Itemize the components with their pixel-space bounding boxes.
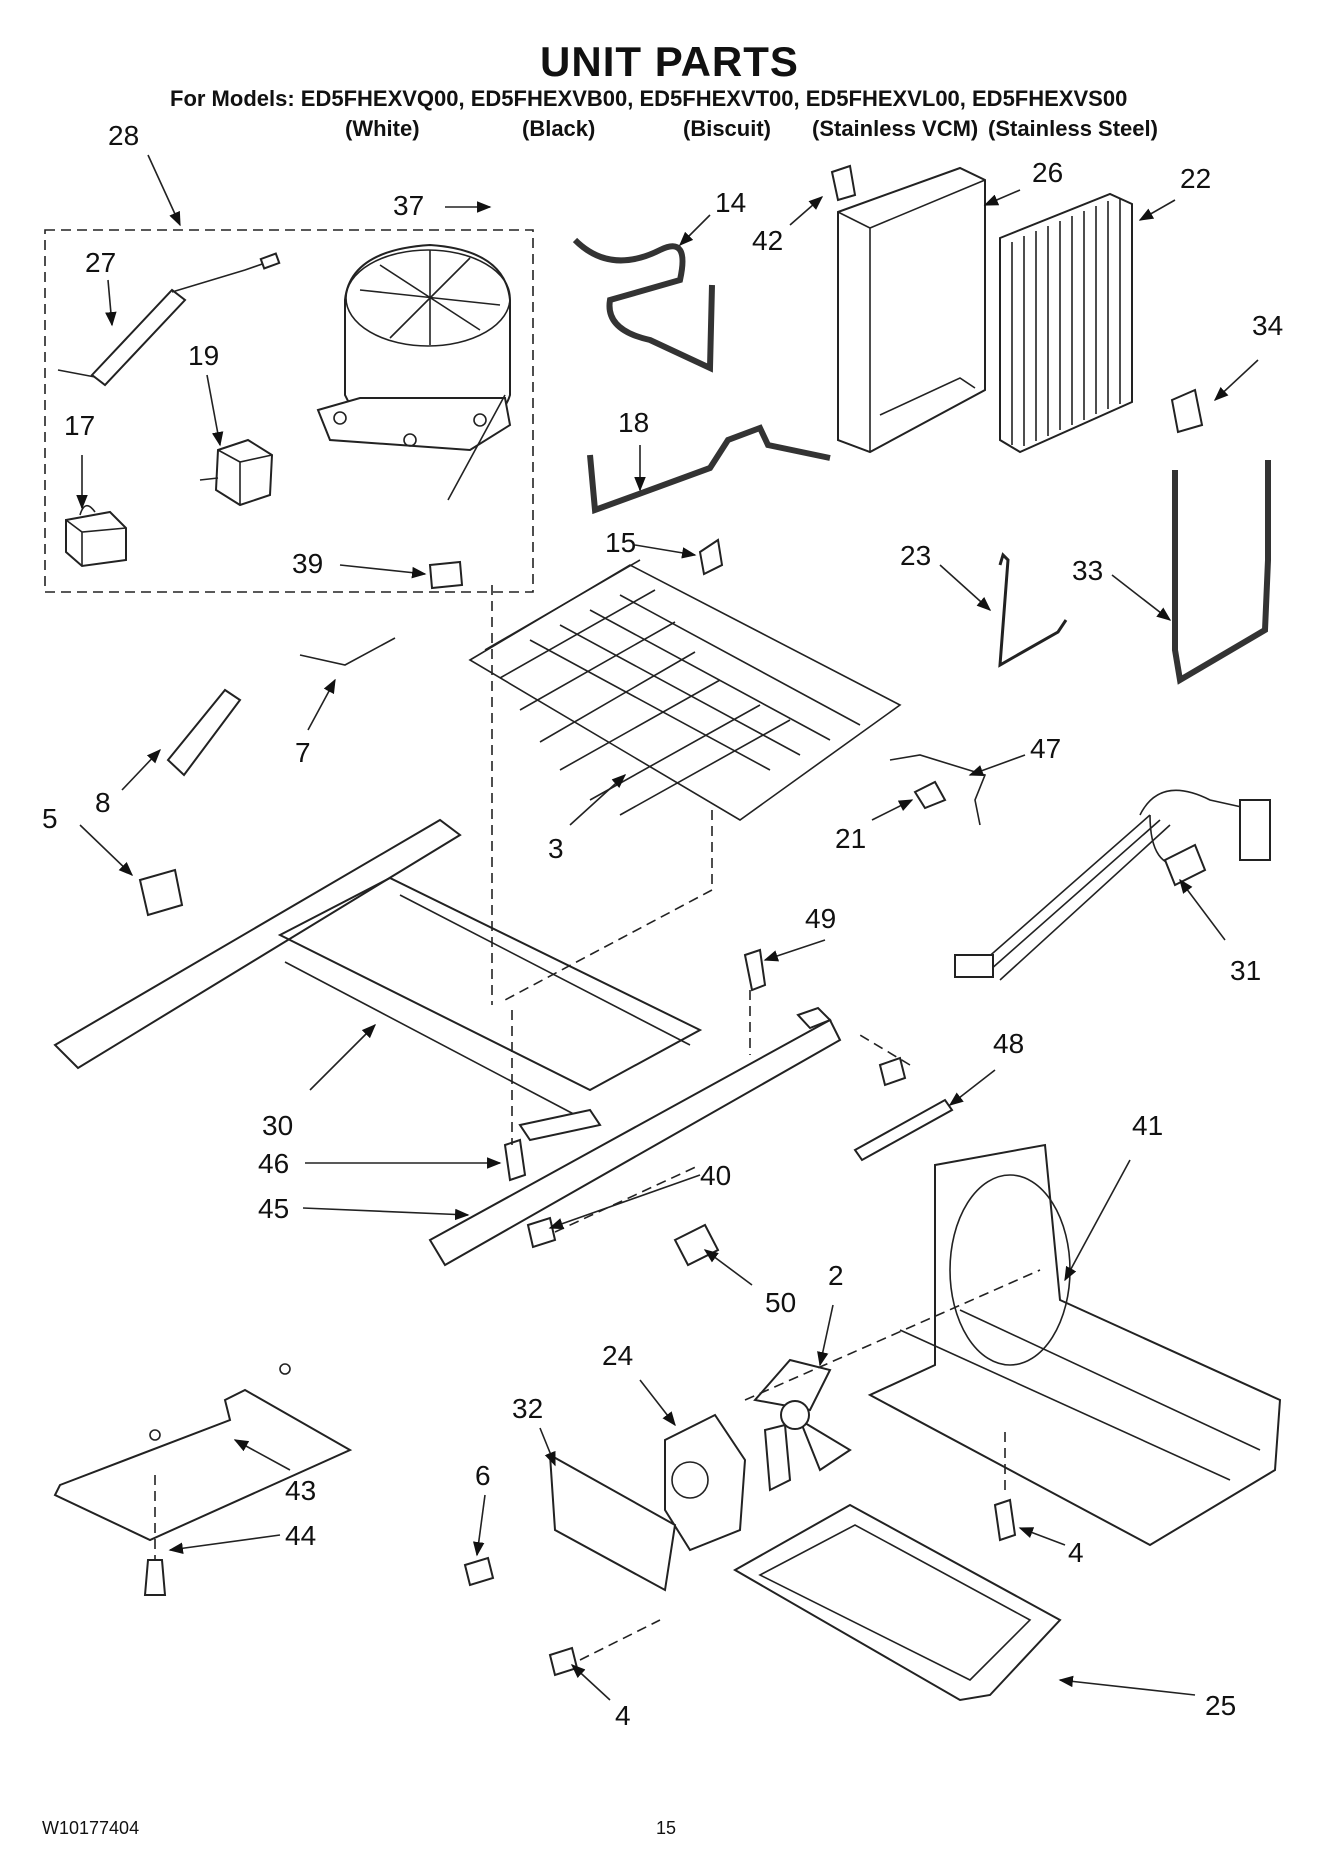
tube-18-part [587,424,831,515]
clip-5-part [138,868,184,917]
filter-drier-part [57,252,281,387]
cover-43-part [53,1388,353,1542]
callout-5: 5 [42,803,58,834]
callout-28: 28 [108,120,139,151]
rail-frame-part [53,818,703,1142]
callout-43: 43 [285,1475,316,1506]
screw-40a-part [878,1056,907,1087]
evap-clip-part [698,538,724,576]
callout-50: 50 [765,1287,796,1318]
plug-8-part [166,688,242,777]
callout-33: 33 [1072,555,1103,586]
push-pin-part [143,1559,167,1596]
shroud-clip-part [830,164,857,202]
motor-bracket-part [548,1453,677,1592]
evaporator-part [468,559,902,821]
tube-14-part [572,237,715,373]
spacer-50-part [673,1223,720,1267]
cable-tie-part [853,1098,954,1162]
callout-27: 27 [85,247,116,278]
condenser-shroud-part [837,166,986,454]
grommet-part [428,560,464,590]
callout-18: 18 [618,407,649,438]
color-black: (Black) [522,116,596,141]
callout-24: 24 [602,1340,633,1371]
drain-pan-part [732,1503,1062,1702]
color-stainless-vcm: (Stainless VCM) [812,116,979,141]
tube-33-part [1172,460,1271,685]
screw-40b-part [526,1216,557,1249]
bracket-47-part [889,754,987,826]
screw-4b-part [993,1498,1017,1542]
fan-blade-part [753,1358,852,1492]
callout-22: 22 [1180,163,1211,194]
page-number: 15 [656,1818,677,1838]
cross-rail-part [428,1018,842,1267]
callout-3: 3 [548,833,564,864]
compressor-part [316,243,512,452]
color-biscuit: (Biscuit) [683,116,771,141]
screw-21-part [913,780,947,810]
callout-7: 7 [295,737,311,768]
model-list: For Models: ED5FHEXVQ00, ED5FHEXVB00, ED… [170,86,1128,111]
callout-25: 25 [1205,1690,1236,1721]
callout-15: 15 [605,527,636,558]
screw-6-part [463,1556,495,1587]
callout-4a: 4 [1068,1537,1084,1568]
page-title: UNIT PARTS [540,38,799,85]
callout-30: 30 [262,1110,293,1141]
fan-motor-part [664,1413,747,1552]
wire-bracket-part [998,552,1068,668]
callout-39: 39 [292,548,323,579]
callout-49: 49 [805,903,836,934]
callout-34: 34 [1252,310,1283,341]
start-relay-part [199,438,274,507]
callout-8: 8 [95,787,111,818]
compressor-kit-box [44,229,534,593]
wire-harness-part [954,789,1271,981]
callout-45: 45 [258,1193,289,1224]
callout-46: 46 [258,1148,289,1179]
condenser-part [999,192,1133,454]
callout-41: 41 [1132,1110,1163,1141]
callout-37: 37 [393,190,424,221]
base-pan-part [867,1143,1282,1547]
callout-numbers: 28 37 14 42 26 22 27 19 17 18 34 39 15 2… [42,120,1283,1731]
callout-40: 40 [700,1160,731,1191]
document-number: W10177404 [42,1818,140,1838]
callout-2: 2 [828,1260,844,1291]
color-stainless-steel: (Stainless Steel) [988,116,1158,141]
callout-32: 32 [512,1393,543,1424]
callout-17: 17 [64,410,95,441]
callout-4b: 4 [615,1700,631,1731]
callout-19: 19 [188,340,219,371]
callout-47: 47 [1030,733,1061,764]
clip-34-part [1170,388,1204,434]
overload-part [65,504,127,568]
screw-46-part [503,1138,527,1182]
callout-23: 23 [900,540,931,571]
color-white: (White) [345,116,420,141]
callout-14: 14 [715,187,746,218]
callout-6: 6 [475,1460,491,1491]
screw-4a-part [548,1646,579,1677]
screw-49-part [743,948,767,992]
callout-21: 21 [835,823,866,854]
leader-lines [76,154,1259,1701]
callout-44: 44 [285,1520,316,1551]
callout-26: 26 [1032,157,1063,188]
wire-7-part [299,637,396,666]
callout-42: 42 [752,225,783,256]
callout-48: 48 [993,1028,1024,1059]
callout-31: 31 [1230,955,1261,986]
